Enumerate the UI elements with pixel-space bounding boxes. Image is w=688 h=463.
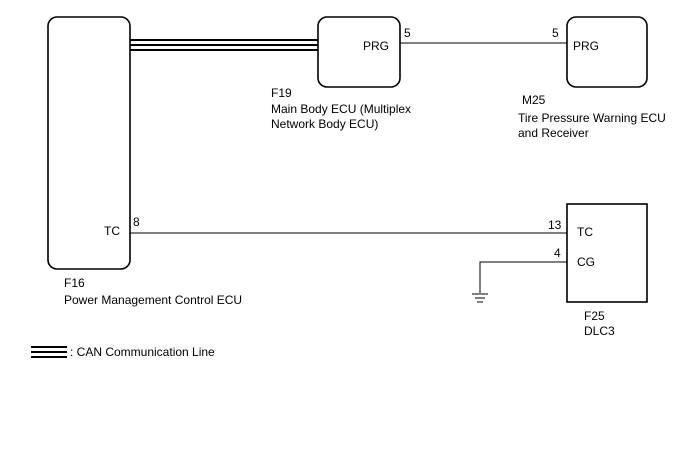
f19-code: F19 [271,86,292,100]
f16-ecu-box[interactable] [47,16,131,270]
m25-name-line2: and Receiver [518,126,589,140]
m25-pin-prg-label: PRG [573,39,599,53]
cg-ground-wire [479,261,567,293]
f25-name: DLC3 [584,324,615,338]
f16-pin-8-number: 8 [133,215,140,229]
m25-name-line1: Tire Pressure Warning ECU [518,111,666,125]
f25-dlc3-box[interactable] [566,203,648,303]
f25-code: F25 [584,309,605,323]
can-legend-symbol [31,346,67,358]
f19-pin-prg-label: PRG [363,39,389,53]
f16-name: Power Management Control ECU [64,293,242,307]
f25-pin-4-number: 4 [554,246,561,260]
f25-pin-13-number: 13 [548,218,562,232]
m25-code: M25 [522,93,546,107]
f19-name-line1: Main Body ECU (Multiplex [271,102,411,116]
f19-ecu-box[interactable] [317,16,401,88]
f19-name-line2: Network Body ECU) [271,117,378,131]
f16-pin-tc-label: TC [104,224,120,238]
m25-pin-5-number: 5 [552,26,559,40]
can-bus-line [130,39,318,51]
f16-code: F16 [64,276,85,290]
ground-symbol-icon [472,293,488,303]
m25-ecu-box[interactable] [566,16,648,88]
f19-pin-5-number: 5 [404,26,411,40]
can-legend-label: : CAN Communication Line [70,345,215,359]
f25-pin-tc-label: TC [577,225,593,239]
f25-pin-cg-label: CG [577,255,595,269]
